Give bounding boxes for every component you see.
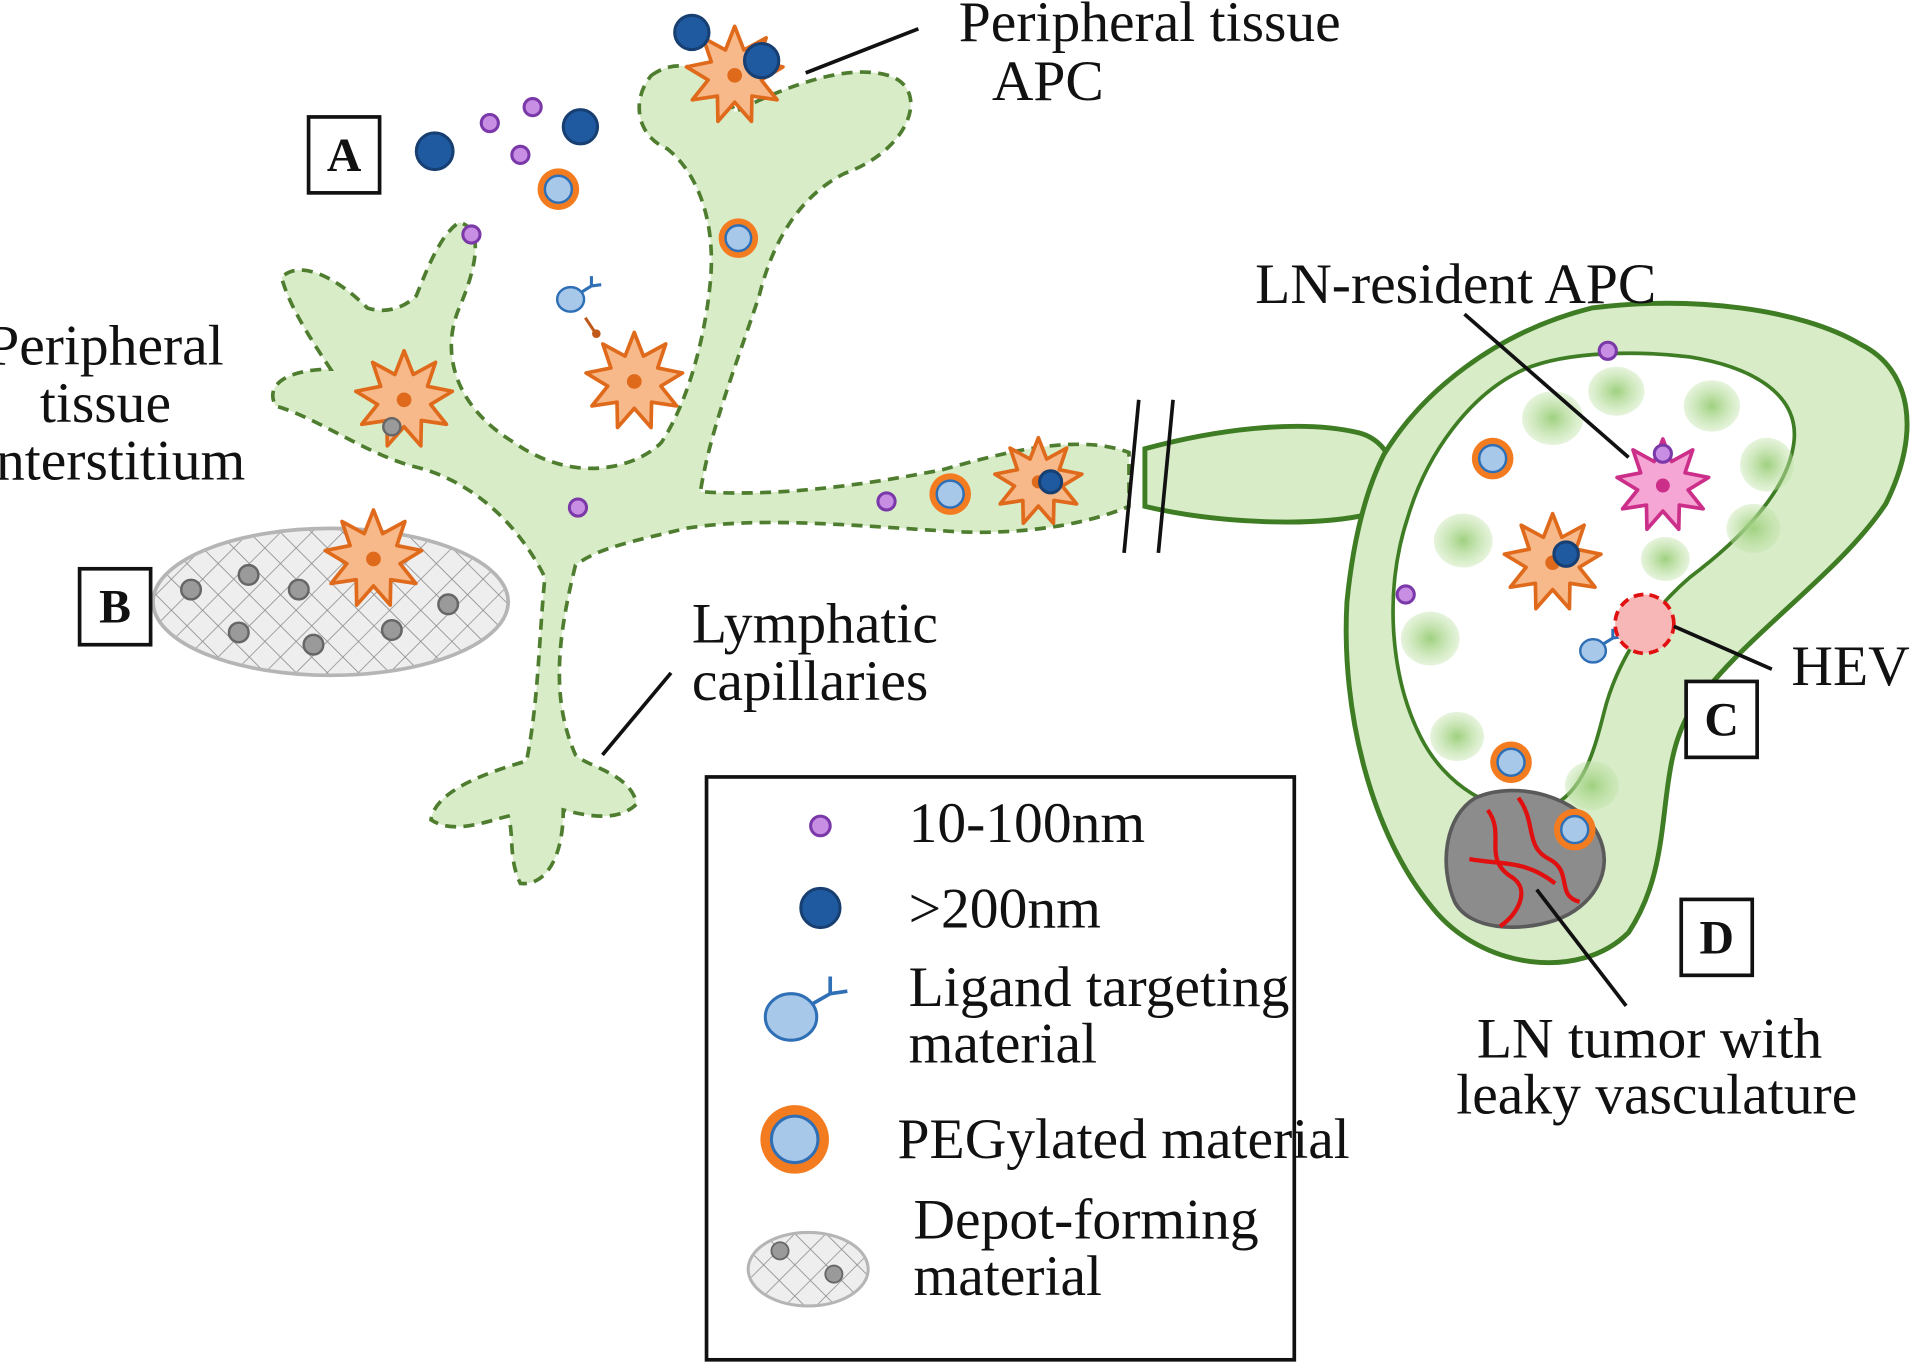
small-particle-node-3 <box>1395 584 1416 605</box>
leader-lymphatic-capillaries <box>601 671 673 757</box>
label-lymphatic-capillaries: Lymphatic capillaries <box>692 592 953 713</box>
apc-on-depot <box>323 508 424 607</box>
pegylated-particle-icon <box>760 1105 829 1174</box>
small-particle-5 <box>567 497 589 518</box>
pegylated-particle-1 <box>537 168 580 211</box>
vessel-break-mark-2 <box>1156 399 1175 554</box>
legend-item-large: >200nm <box>799 878 1101 941</box>
pegylated-particle-2 <box>718 218 759 258</box>
small-particle-2 <box>522 97 543 118</box>
leader-peripheral-apc <box>805 27 920 75</box>
depot-forming-material <box>151 526 511 678</box>
captured-large-particle-node <box>1552 540 1580 568</box>
large-particle-4 <box>561 108 600 146</box>
captured-particle <box>382 416 402 437</box>
label-peripheral-tissue-interstitium: Peripheral tissue interstitium <box>0 314 245 492</box>
small-particle-node-1 <box>1597 340 1618 361</box>
afferent-lymphatic-vessel <box>1142 423 1397 525</box>
small-particle-node-2 <box>1652 443 1673 464</box>
large-particle-2 <box>742 41 781 80</box>
svg-text:10-100nm: 10-100nm <box>909 792 1146 855</box>
depot-icon <box>746 1230 870 1308</box>
vessel-break-mark-1 <box>1122 399 1141 554</box>
svg-text:D: D <box>1699 911 1733 964</box>
apc-interstitium-left <box>354 348 455 448</box>
small-particle-3 <box>510 144 531 166</box>
panel-letter-a: A <box>306 115 382 195</box>
pegylated-particle-node-1 <box>1471 437 1514 480</box>
small-particle-6 <box>876 491 897 512</box>
leader-hev <box>1673 624 1773 671</box>
small-particle-4 <box>461 224 482 245</box>
panel-letter-c: C <box>1684 679 1759 760</box>
leader-ln-tumor <box>1535 888 1628 1008</box>
large-particle-1 <box>673 13 711 52</box>
large-particle-icon <box>799 886 842 930</box>
small-particle-icon <box>809 814 832 838</box>
pegylated-particle-node-2 <box>1490 741 1532 784</box>
large-particle-3 <box>414 131 455 172</box>
legend-item-pegylated: PEGylated material <box>760 1105 1350 1174</box>
svg-text:>200nm: >200nm <box>909 878 1101 941</box>
hev-vessel <box>1613 592 1676 656</box>
label-ln-tumor: LN tumor with leaky vasculature <box>1456 1007 1857 1126</box>
ligand-particle-1 <box>555 276 602 313</box>
svg-text:C: C <box>1704 693 1738 746</box>
tumor-leaky-vessels <box>1468 796 1581 929</box>
lymphoid-follicles <box>1400 366 1794 811</box>
panel-letter-b: B <box>77 566 153 647</box>
apc-interstitium-mid <box>584 330 685 430</box>
label-hev: HEV <box>1791 635 1909 698</box>
particle-layer <box>382 13 1673 851</box>
legend-item-small: 10-100nm <box>809 792 1146 855</box>
svg-text:B: B <box>99 581 131 634</box>
ligand-binding-link <box>584 316 597 334</box>
ligand-particle-node <box>1579 628 1623 664</box>
lymphatic-capillary-network <box>271 64 1131 886</box>
svg-text:PEGylated material: PEGylated material <box>898 1108 1350 1171</box>
svg-text:A: A <box>327 129 362 182</box>
label-ln-resident-apc: LN-resident APC <box>1255 253 1656 316</box>
receptor-dot <box>592 329 601 338</box>
ligand-particle-icon <box>763 976 848 1042</box>
pegylated-particle-node-3 <box>1553 808 1596 851</box>
label-peripheral-tissue-apc: Peripheral tissue APC <box>959 0 1355 113</box>
ln-resident-apc <box>1615 437 1711 532</box>
captured-large-particle <box>1038 469 1064 495</box>
pegylated-particle-3 <box>929 473 972 515</box>
small-particle-1 <box>479 112 500 134</box>
leader-ln-resident-apc <box>1463 312 1630 459</box>
panel-letter-d: D <box>1679 897 1755 978</box>
